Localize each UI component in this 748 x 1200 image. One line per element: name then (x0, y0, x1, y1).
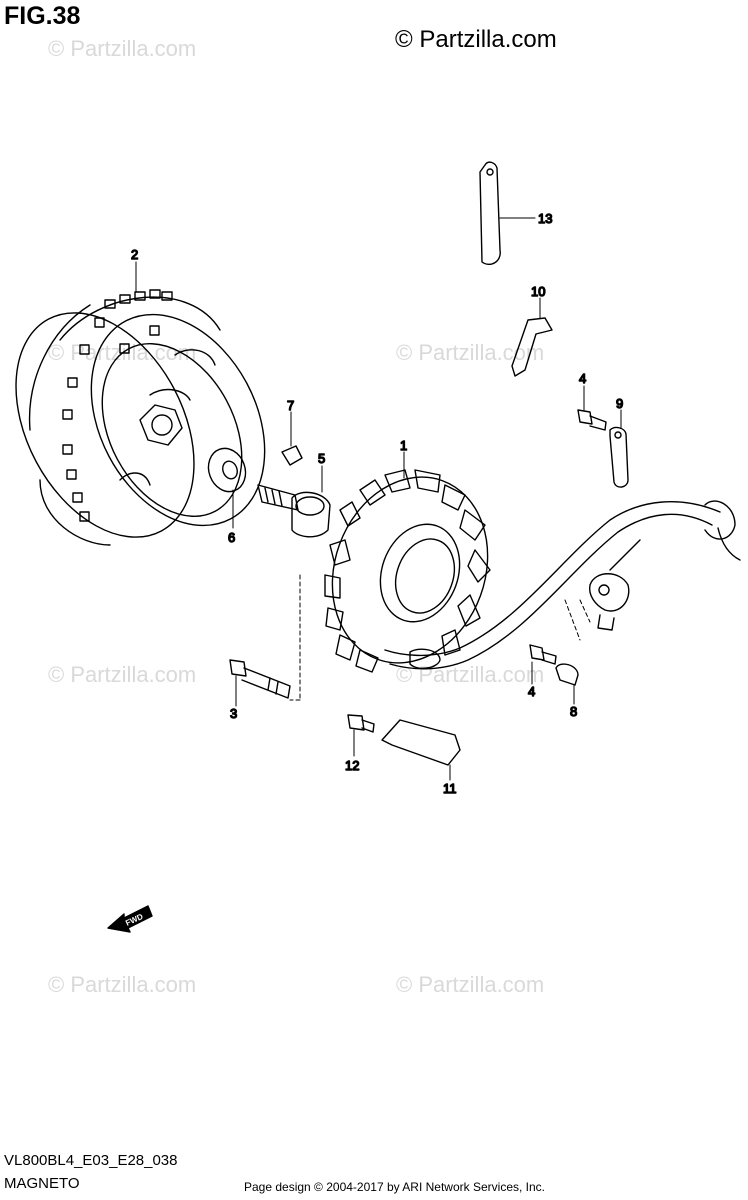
figure-title: FIG.38 (4, 2, 81, 30)
part-number-label: 5 (318, 451, 325, 466)
part-number-label: 10 (531, 284, 545, 299)
copyright-notice: © Partzilla.com (395, 26, 557, 53)
watermark: © Partzilla.com (48, 972, 197, 997)
stator-bolt[interactable] (229, 659, 291, 699)
wire-bracket[interactable] (381, 719, 461, 766)
part-number-label: 7 (287, 398, 294, 413)
watermark: © Partzilla.com (396, 662, 545, 687)
washer[interactable] (203, 443, 252, 497)
watermark: © Partzilla.com (48, 662, 197, 687)
clamp-washer[interactable] (555, 663, 579, 686)
woodruff-key[interactable] (281, 445, 303, 466)
part-number-label: 4 (528, 684, 535, 699)
rotor-bolt[interactable] (257, 484, 331, 538)
part-number-label: 8 (570, 704, 577, 719)
wire-clamp-long[interactable] (479, 161, 501, 266)
section-name: MAGNETO (4, 1175, 80, 1192)
forward-arrow-icon: FWD (107, 905, 153, 933)
alignment-lines (289, 574, 591, 701)
part-number-label: 4 (579, 371, 586, 386)
part-number-label: 11 (443, 781, 457, 796)
part-number-label: 13 (538, 211, 552, 226)
part-number-label: 3 (230, 706, 237, 721)
part-number-label: 9 (616, 396, 623, 411)
watermark: © Partzilla.com (48, 36, 197, 61)
part-number-label: 1 (400, 438, 407, 453)
wire-clamp[interactable] (511, 317, 553, 377)
stator-wire-harness[interactable] (384, 500, 741, 670)
part-number-label: 2 (131, 247, 138, 262)
part-number-label: 6 (228, 530, 235, 545)
bracket-screw[interactable] (347, 714, 375, 733)
part-number-label: 12 (345, 758, 359, 773)
screw-upper[interactable] (577, 409, 607, 431)
watermark: © Partzilla.com (396, 972, 545, 997)
signal-generator[interactable] (588, 539, 641, 631)
flywheel-rotor[interactable] (0, 282, 299, 567)
screw-lower[interactable] (529, 644, 557, 665)
page-credit: Page design © 2004-2017 by ARI Network S… (244, 1180, 546, 1194)
leader-lines (135, 217, 622, 781)
harness-clamp[interactable] (609, 426, 629, 488)
stator[interactable] (307, 455, 513, 685)
model-code: VL800BL4_E03_E28_038 (4, 1152, 178, 1169)
